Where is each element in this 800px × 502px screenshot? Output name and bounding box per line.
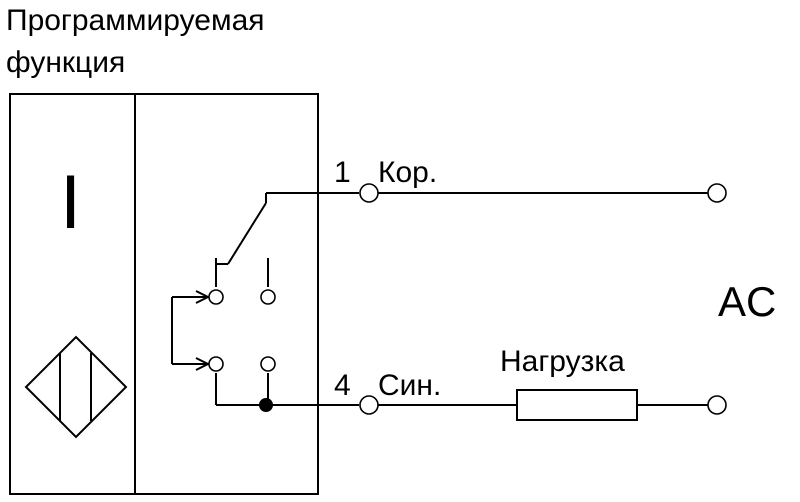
load-label: Нагрузка — [500, 345, 625, 378]
terminal-1 — [359, 183, 379, 203]
switch-mechanism — [171, 192, 359, 412]
title-line-2: функция — [6, 46, 125, 79]
terminal-4 — [359, 395, 379, 415]
sensor-symbol: I — [60, 160, 81, 245]
sensor-body — [9, 93, 319, 495]
terminal-1-number: 1 — [334, 156, 351, 189]
supply-terminal-bottom — [707, 395, 727, 415]
supply-terminal-top — [707, 183, 727, 203]
load-resistor — [516, 389, 638, 421]
terminal-1-label: Кор. — [378, 156, 437, 189]
terminal-4-label: Син. — [378, 369, 441, 402]
supply-label: AC — [718, 278, 776, 325]
title-line-1: Программируемая — [6, 4, 265, 37]
terminal-4-number: 4 — [334, 369, 351, 402]
inductive-sensor-icon — [24, 335, 128, 439]
junction-dot — [259, 398, 273, 412]
